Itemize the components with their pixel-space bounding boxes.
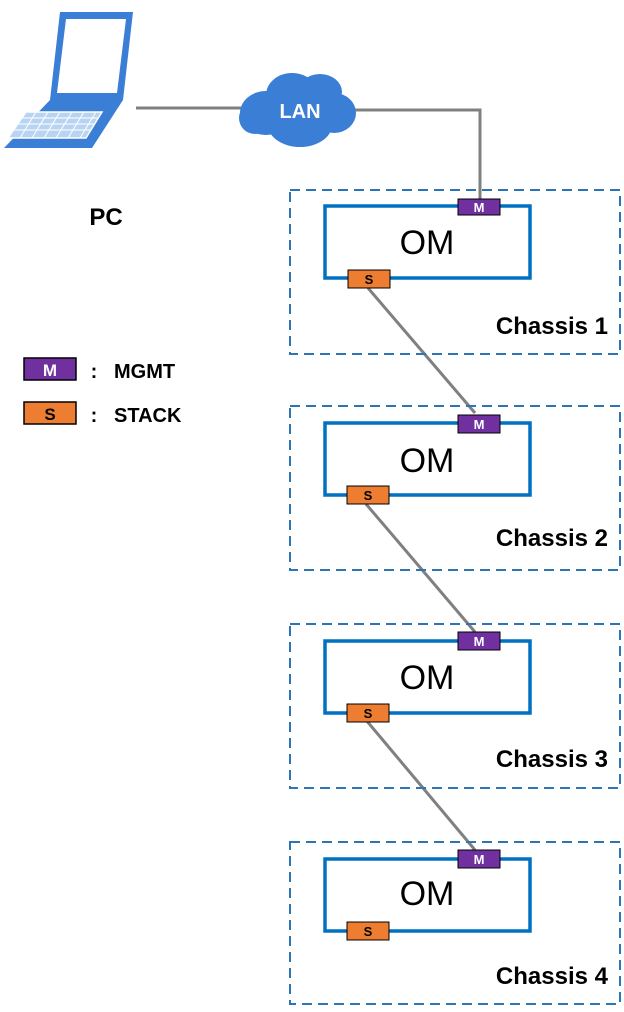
lan-label: LAN bbox=[279, 101, 320, 123]
chassis-1-stack-port bbox=[347, 269, 391, 289]
chassis-2: OM M S Chassis 2 bbox=[289, 405, 621, 571]
chassis-3: OM M S Chassis 3 bbox=[289, 623, 621, 789]
chassis-2-stack-port bbox=[346, 485, 390, 505]
stack-cable-2-3 bbox=[364, 503, 477, 633]
chassis-4-mgmt-port bbox=[457, 849, 501, 869]
chassis-4: OM M S Chassis 4 bbox=[289, 841, 621, 1005]
chassis-2-mgmt-port bbox=[457, 414, 501, 434]
lan-chassis1-link bbox=[325, 108, 482, 199]
chassis-4-mgmt-port-label: M bbox=[474, 852, 485, 867]
chassis-1-stack-port-label: S bbox=[365, 272, 374, 287]
chassis-2-om-label: OM bbox=[400, 442, 455, 480]
chassis-2-boundary bbox=[289, 405, 621, 571]
chassis-4-stack-port bbox=[346, 921, 390, 941]
chassis-1-boundary bbox=[289, 189, 621, 355]
chassis-1-label: Chassis 1 bbox=[496, 313, 608, 340]
chassis-1-mgmt-port bbox=[457, 198, 501, 216]
chassis-1: OM M S Chassis 1 bbox=[289, 189, 621, 355]
legend: M : MGMT S : STACK bbox=[23, 357, 182, 427]
chassis-1-om-label: OM bbox=[400, 224, 455, 262]
legend-stack-badge-label: S bbox=[44, 405, 55, 424]
cloud-icon bbox=[239, 73, 356, 147]
legend-mgmt-badge-label: M bbox=[43, 361, 57, 380]
legend-stack-label: STACK bbox=[114, 405, 182, 427]
chassis-4-om-label: OM bbox=[400, 875, 455, 913]
stack-cable-1-2 bbox=[366, 287, 477, 414]
chassis-2-mgmt-port-label: M bbox=[474, 417, 485, 432]
chassis-3-om-module bbox=[323, 639, 532, 715]
legend-mgmt-badge bbox=[23, 357, 77, 381]
chassis-3-mgmt-port bbox=[457, 631, 501, 651]
chassis-4-stack-port-label: S bbox=[364, 924, 373, 939]
chassis-4-label: Chassis 4 bbox=[496, 963, 609, 990]
chassis-3-stack-port bbox=[346, 703, 390, 723]
chassis-3-mgmt-port-label: M bbox=[474, 634, 485, 649]
chassis-1-mgmt-port-label: M bbox=[474, 200, 485, 215]
chassis-2-label: Chassis 2 bbox=[496, 525, 608, 552]
chassis-1-om-module bbox=[323, 204, 532, 280]
legend-mgmt-separator: : bbox=[91, 361, 98, 383]
chassis-3-label: Chassis 3 bbox=[496, 746, 608, 773]
chassis-2-stack-port-label: S bbox=[364, 488, 373, 503]
chassis-2-om-module bbox=[323, 421, 532, 497]
legend-stack-separator: : bbox=[91, 405, 98, 427]
laptop-icon bbox=[4, 12, 133, 148]
chassis-3-om-label: OM bbox=[400, 659, 455, 697]
pc-label: PC bbox=[89, 204, 122, 231]
chassis-4-boundary bbox=[289, 841, 621, 1005]
legend-stack-badge bbox=[23, 401, 77, 425]
stack-cable-3-4 bbox=[364, 719, 477, 851]
chassis-4-om-module bbox=[323, 857, 532, 933]
chassis-3-stack-port-label: S bbox=[364, 706, 373, 721]
legend-mgmt-label: MGMT bbox=[114, 361, 175, 383]
chassis-3-boundary bbox=[289, 623, 621, 789]
